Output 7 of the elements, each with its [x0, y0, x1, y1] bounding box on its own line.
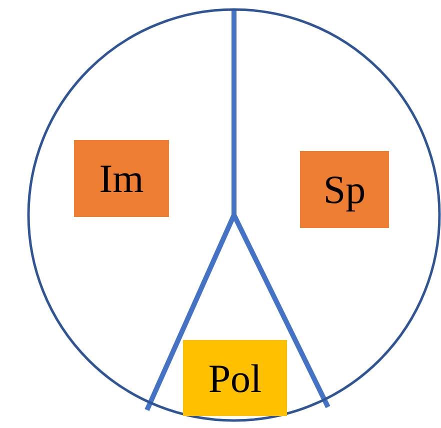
label-box [183, 340, 287, 416]
circle-outline [27, 8, 441, 422]
sector-label: Sp [323, 166, 366, 213]
label-box [74, 140, 169, 217]
sector-label: Im [99, 155, 144, 202]
sector-label: Pol [208, 354, 262, 402]
label-box [300, 151, 389, 228]
